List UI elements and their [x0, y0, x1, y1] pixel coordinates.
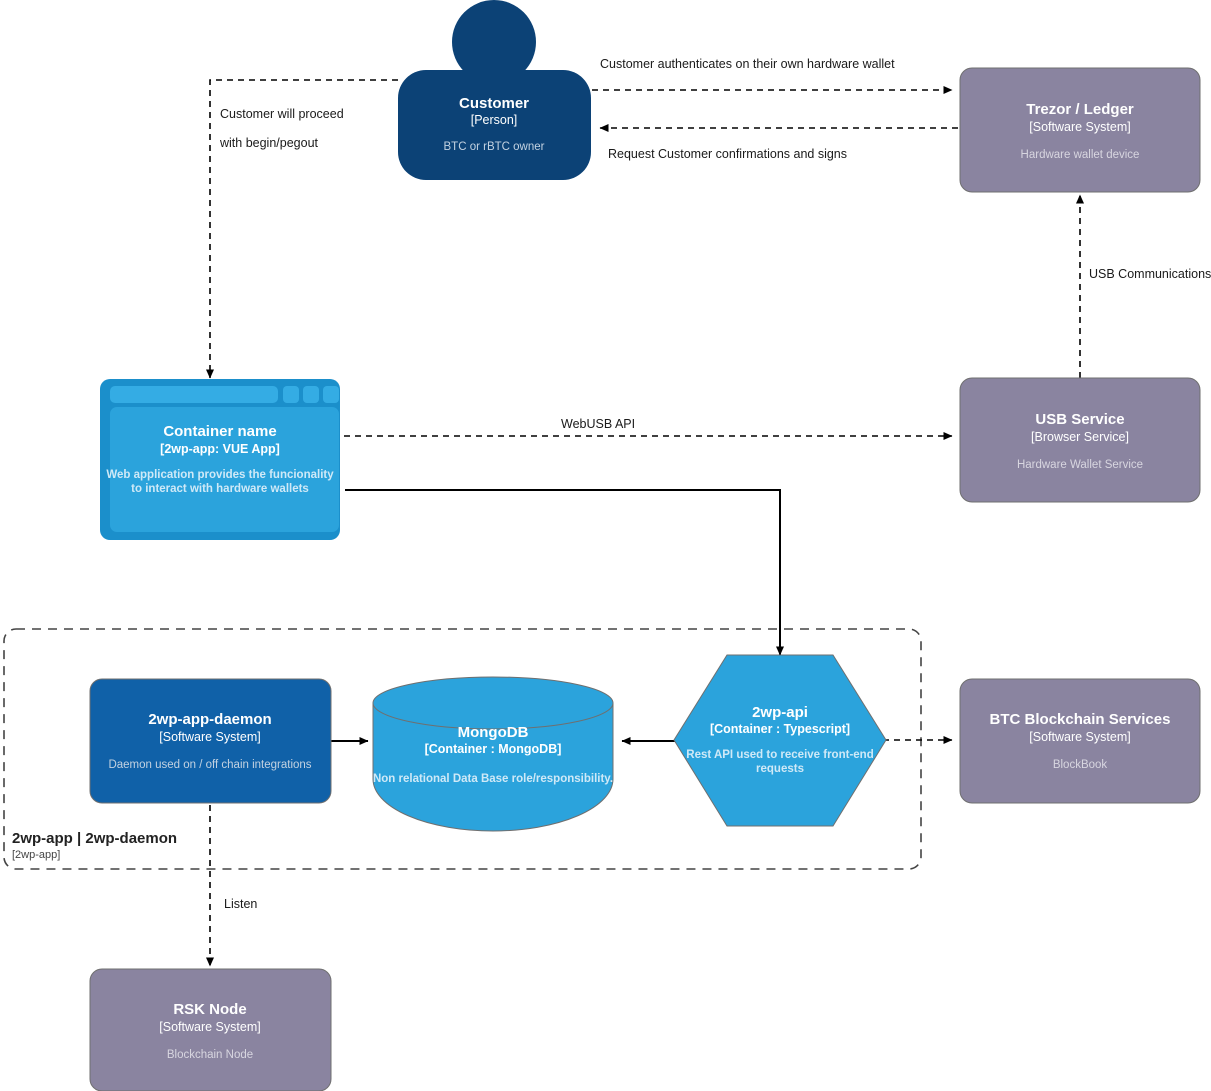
edge-customer-to-trezor: Customer authenticates on their own hard…: [592, 57, 953, 94]
boundary-subtitle: [2wp-app]: [12, 849, 60, 861]
mongodb-title: MongoDB: [458, 724, 529, 741]
node-rsk-node[interactable]: RSK Node [Software System] Blockchain No…: [89, 968, 332, 1091]
boundary-2wp-app-2wp-daemon: 2wp-app | 2wp-daemon [2wp-app]: [3, 628, 922, 870]
customer-body: [398, 70, 591, 180]
rsk-node-type: [Software System]: [159, 1020, 260, 1034]
container-name-title: Container name: [163, 423, 276, 440]
usb-service-description: Hardware Wallet Service: [1017, 459, 1143, 471]
daemon-description: Daemon used on / off chain integrations: [108, 759, 311, 771]
container-name-type: [2wp-app: VUE App]: [160, 442, 280, 456]
rsk-node-description: Blockchain Node: [167, 1049, 253, 1061]
node-usb-service[interactable]: USB Service [Browser Service] Hardware W…: [959, 377, 1201, 503]
browser-button-1-icon: [283, 386, 299, 403]
trezor-ledger-description: Hardware wallet device: [1021, 149, 1140, 161]
node-btc-blockchain-services[interactable]: BTC Blockchain Services [Software System…: [959, 678, 1201, 804]
edge-trezor-to-customer: Request Customer confirmations and signs: [599, 124, 958, 161]
rsk-node-title: RSK Node: [173, 1001, 246, 1018]
daemon-title: 2wp-app-daemon: [148, 711, 271, 728]
api-type: [Container : Typescript]: [710, 722, 850, 736]
mongodb-description: Non relational Data Base role/responsibi…: [373, 773, 613, 785]
customer-title: Customer: [459, 95, 529, 112]
cylinder-top: [372, 676, 614, 730]
browser-button-2-icon: [303, 386, 319, 403]
node-trezor-ledger[interactable]: Trezor / Ledger [Software System] Hardwa…: [959, 67, 1201, 193]
edge-label-webusb-api: WebUSB API: [561, 417, 635, 431]
browser-button-3-icon: [323, 386, 339, 403]
edge-daemon-to-rsk-node: Listen: [206, 805, 257, 967]
btc-services-type: [Software System]: [1029, 730, 1130, 744]
container-name-description: Web application provides the funcionalit…: [106, 469, 334, 495]
btc-services-description: BlockBook: [1053, 759, 1108, 771]
usb-service-title: USB Service: [1035, 411, 1124, 428]
edge-label-customer-will-proceed-line1: Customer will proceed: [220, 107, 344, 121]
api-description: Rest API used to receive front-end reque…: [686, 749, 874, 775]
node-2wp-api[interactable]: 2wp-api [Container : Typescript] Rest AP…: [673, 654, 887, 827]
edge-container-to-api: [345, 489, 784, 656]
api-title: 2wp-api: [752, 704, 808, 721]
edge-usb-service-to-trezor: USB Communications: [1076, 194, 1211, 378]
edge-label-listen: Listen: [224, 897, 257, 911]
customer-type: [Person]: [471, 113, 518, 127]
boundary-title: 2wp-app | 2wp-daemon: [12, 830, 177, 847]
edge-container-to-usb-service: WebUSB API: [344, 417, 953, 440]
mongodb-type: [Container : MongoDB]: [425, 742, 562, 756]
trezor-ledger-title: Trezor / Ledger: [1026, 101, 1134, 118]
btc-services-title: BTC Blockchain Services: [990, 711, 1171, 728]
node-2wp-app-daemon[interactable]: 2wp-app-daemon [Software System] Daemon …: [89, 678, 332, 804]
edge-label-request-confirmations: Request Customer confirmations and signs: [608, 147, 847, 161]
usb-service-type: [Browser Service]: [1031, 430, 1129, 444]
edge-label-customer-authenticates: Customer authenticates on their own hard…: [600, 57, 895, 71]
edge-label-customer-will-proceed-line2: with begin/pegout: [219, 136, 319, 150]
node-mongodb[interactable]: MongoDB [Container : MongoDB] Non relati…: [372, 676, 614, 832]
hexagon-shape: [673, 654, 887, 827]
node-container-name[interactable]: Container name [2wp-app: VUE App] Web ap…: [100, 379, 340, 540]
customer-head-icon: [452, 0, 536, 84]
cylinder-body: [372, 702, 614, 832]
trezor-ledger-type: [Software System]: [1029, 120, 1130, 134]
browser-address-bar: [110, 386, 278, 403]
browser-content-area: [110, 407, 339, 532]
edge-label-usb-communications: USB Communications: [1089, 267, 1211, 281]
daemon-type: [Software System]: [159, 730, 260, 744]
edge-customer-to-container: Customer will proceed with begin/pegout: [206, 79, 398, 379]
node-customer[interactable]: Customer [Person] BTC or rBTC owner: [398, 0, 591, 180]
customer-description: BTC or rBTC owner: [444, 141, 545, 153]
